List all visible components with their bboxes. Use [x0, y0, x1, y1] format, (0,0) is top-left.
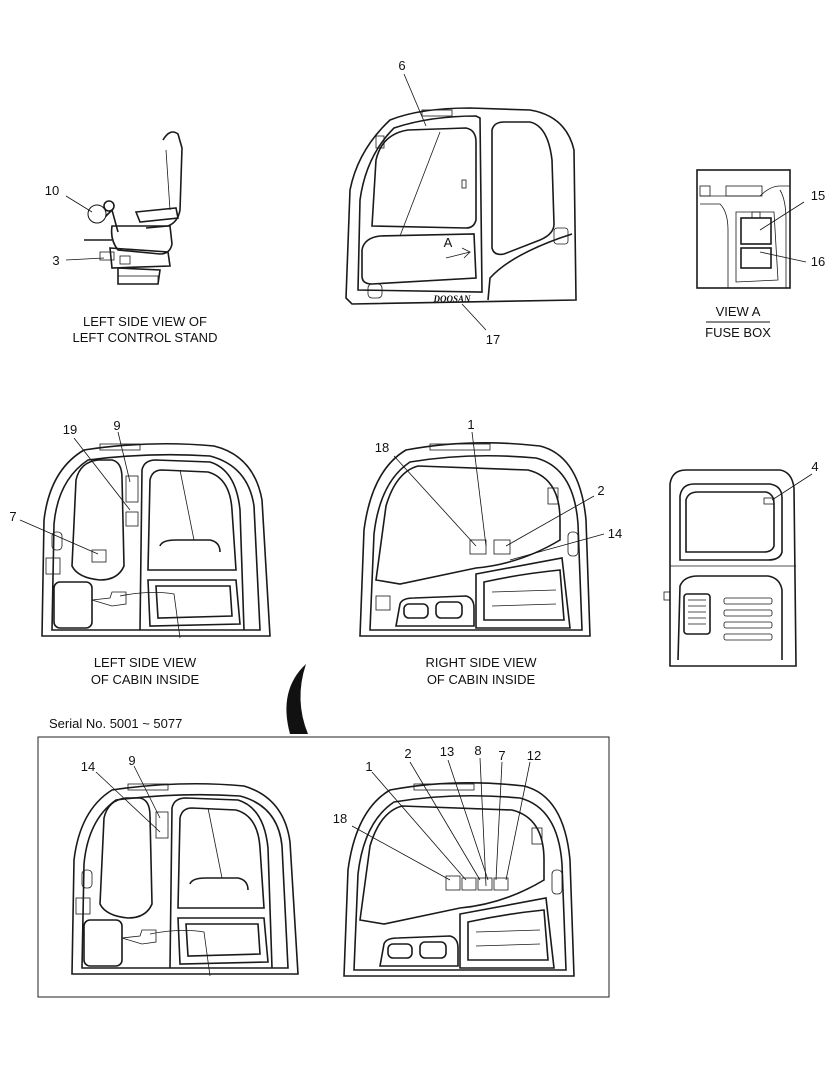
doosan-logo: DOOSAN	[432, 294, 471, 304]
serial-note: Serial No. 5001 ~ 5077	[49, 716, 182, 731]
cabin-rear-drawing	[663, 469, 797, 667]
variant-callout-13: 13	[440, 744, 454, 759]
control-stand-drawing	[84, 131, 183, 285]
callout-3: 3	[52, 253, 59, 268]
callout-6: 6	[398, 58, 405, 73]
caption-right-cabin-line1: RIGHT SIDE VIEW	[426, 655, 538, 670]
variant-left-cabin-drawing	[71, 782, 299, 977]
callout-4: 4	[811, 459, 818, 474]
callout-1: 1	[467, 417, 474, 432]
variant-callout-12: 12	[527, 748, 541, 763]
callout-16: 16	[811, 254, 825, 269]
callout-14: 14	[608, 526, 622, 541]
callout-10: 10	[45, 183, 59, 198]
variant-callout-2: 2	[404, 746, 411, 761]
variant-callout-1: 1	[365, 759, 372, 774]
caption-left-cabin-line1: LEFT SIDE VIEW	[94, 655, 197, 670]
right-cabin-inside-drawing	[359, 442, 591, 637]
variant-callout-8: 8	[474, 743, 481, 758]
left-cabin-inside-drawing	[41, 442, 271, 639]
fuse-box-drawing	[696, 169, 791, 289]
variant-right-cabin-drawing	[343, 782, 575, 977]
serial-variant-box	[37, 736, 610, 998]
caption-control-stand-line2: LEFT CONTROL STAND	[73, 330, 218, 345]
caption-view-a: VIEW A	[716, 304, 761, 319]
view-a-marker: A	[444, 235, 453, 250]
callout-9: 9	[113, 418, 120, 433]
caption-fuse-box: FUSE BOX	[705, 325, 771, 340]
variant-callout-18: 18	[333, 811, 347, 826]
variant-callout-7: 7	[498, 748, 505, 763]
callout-17: 17	[486, 332, 500, 347]
variant-callout-14: 14	[81, 759, 95, 774]
callout-15: 15	[811, 188, 825, 203]
variant-arrow	[286, 664, 308, 734]
callout-2: 2	[597, 483, 604, 498]
caption-left-cabin-line2: OF CABIN INSIDE	[91, 672, 200, 687]
callout-19: 19	[63, 422, 77, 437]
callout-18: 18	[375, 440, 389, 455]
caption-control-stand-line1: LEFT SIDE VIEW OF	[83, 314, 207, 329]
caption-right-cabin-line2: OF CABIN INSIDE	[427, 672, 536, 687]
callout-7: 7	[9, 509, 16, 524]
variant-callout-9: 9	[128, 753, 135, 768]
callout-10-marker	[87, 204, 107, 224]
cabin-exterior-drawing	[345, 107, 577, 305]
